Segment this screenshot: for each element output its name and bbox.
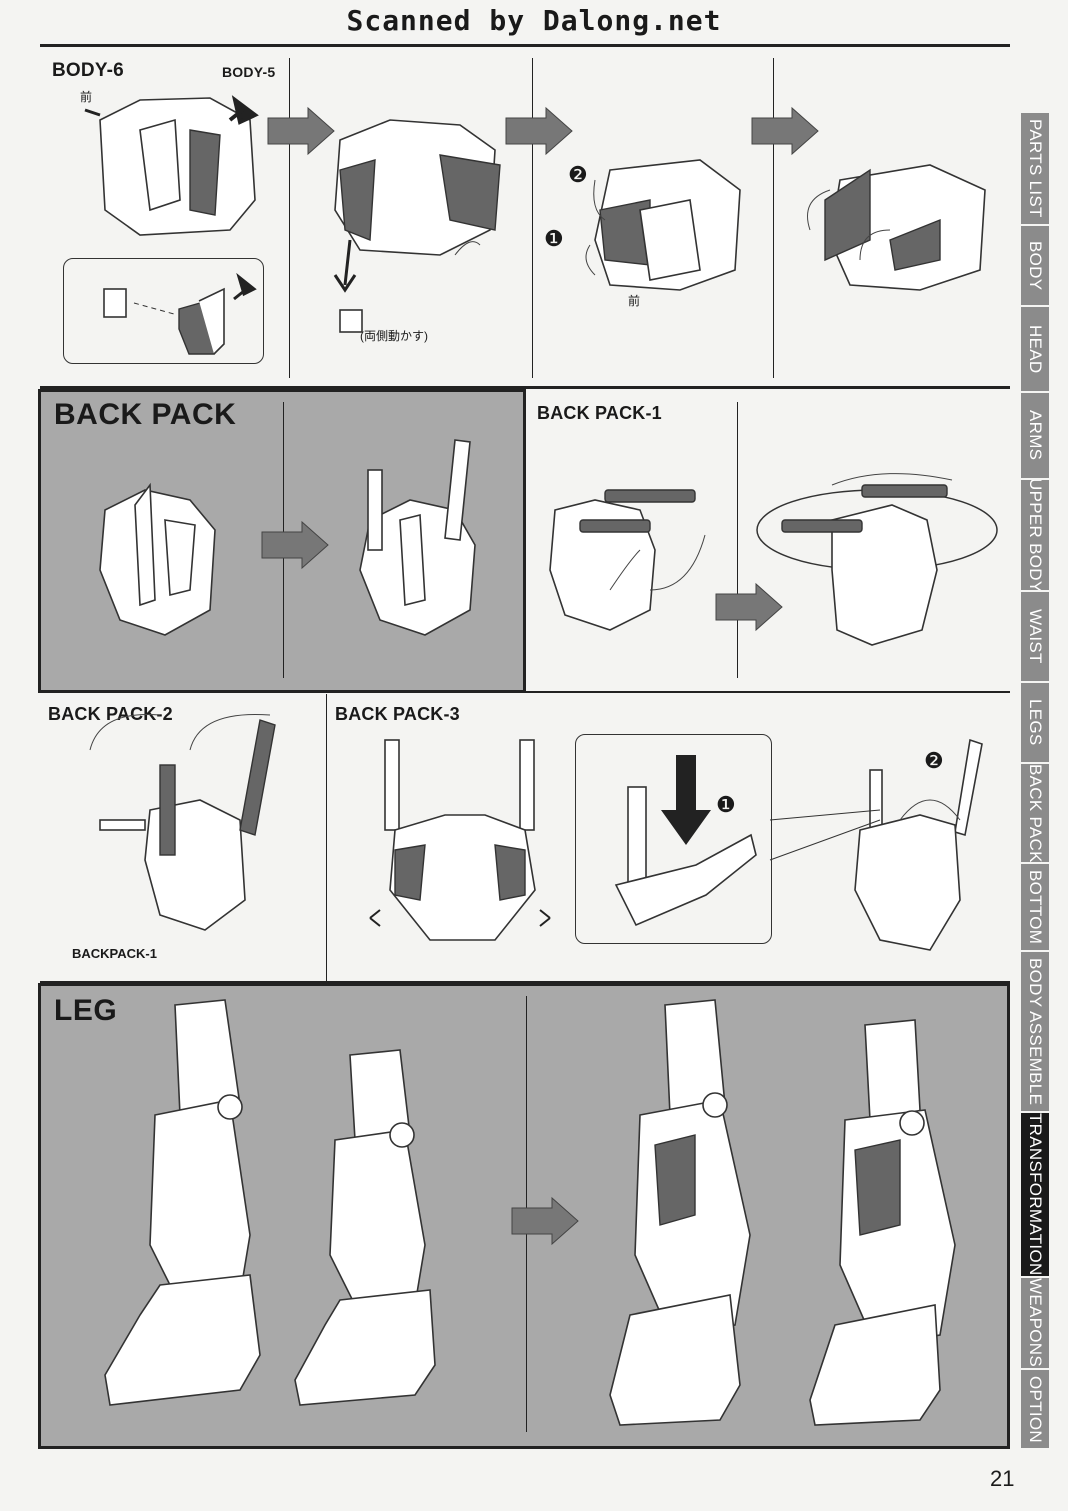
tab-option-label: OPTION [1026,1375,1045,1443]
back-pack-2-illustration [89,713,276,931]
row3-bottom-rule [40,981,1010,983]
tab-legs[interactable]: LEGS [1021,683,1049,764]
tab-head[interactable]: HEAD [1021,307,1049,393]
row1-divider-2 [532,58,533,378]
tab-waist[interactable]: WAIST [1021,592,1049,683]
row1-bottom-rule [40,386,1010,389]
row1-divider-1 [289,58,290,378]
back-pack-illustration-1 [99,482,216,636]
tab-body-assemble-label: BODY ASSEMBLE [1026,957,1045,1106]
step-mark-2: ❷ [568,162,588,187]
step-arrow-6 [511,1196,579,1246]
tab-weapons[interactable]: WEAPONS [1021,1278,1049,1370]
tab-back-pack[interactable]: BACK PACK [1021,764,1049,864]
tab-arms[interactable]: ARMS [1021,393,1049,480]
leg-label: LEG [54,994,118,1027]
front-mark-2: 前 [628,294,641,308]
leg-illustration-1 [104,999,261,1406]
leg-illustration-4 [809,1019,956,1426]
back-pack-2-label: BACK PACK-2 [48,704,173,724]
step-arrow-3 [751,106,819,156]
back-pack-1-illustration-1 [549,489,706,631]
tab-parts-list[interactable]: PARTS LIST [1021,113,1049,226]
tab-arms-label: ARMS [1026,410,1045,461]
step-mark-1: ❶ [544,226,564,251]
row1-divider-3 [773,58,774,378]
tab-legs-label: LEGS [1026,699,1045,746]
tab-back-pack-label: BACK PACK [1026,764,1045,863]
tab-parts-list-label: PARTS LIST [1026,119,1045,218]
watermark: Scanned by Dalong.net [346,4,722,37]
back-pack-3-label: BACK PACK-3 [335,704,460,724]
back-pack-3-inset [575,734,772,944]
back-pack-3-illustration-2 [769,738,983,951]
tab-waist-label: WAIST [1026,609,1045,664]
step-arrow-4 [261,520,329,570]
back-pack-3-illustration [369,739,551,941]
body6-illustration-4 [807,164,986,291]
step-arrow-1 [267,106,335,156]
step-mark-2b: ❷ [924,748,944,773]
step-arrow-2 [505,106,573,156]
body6-illustration-2 [333,119,501,333]
step-mark-1b: ❶ [716,792,736,817]
tab-upper-body[interactable]: UPPER BODY [1021,480,1049,592]
back-pack-label: BACK PACK [54,398,237,431]
tab-bottom-label: BOTTOM [1026,869,1045,945]
tab-body-label: BODY [1026,240,1045,291]
tab-transformation[interactable]: TRANSFORMATION [1021,1113,1049,1278]
inset-illustration [103,272,257,355]
body6-illustration-3 [585,159,741,291]
back-pack-1-label: BACK PACK-1 [537,403,662,423]
back-pack-illustration-2 [359,439,476,636]
tab-option[interactable]: OPTION [1021,1370,1049,1450]
top-divider [40,44,1010,47]
front-mark: 前 [80,90,93,104]
tab-body-assemble[interactable]: BODY ASSEMBLE [1021,952,1049,1113]
tab-head-label: HEAD [1026,324,1045,374]
leg-illustration-2 [294,1049,436,1406]
row3-divider [326,694,327,982]
body6-label: BODY-6 [52,60,124,81]
tab-bottom[interactable]: BOTTOM [1021,864,1049,952]
back-pack-1-divider [737,402,738,678]
body5-label: BODY-5 [222,64,276,80]
tab-body[interactable]: BODY [1021,226,1049,307]
back-pack-1-illustration-2 [756,473,998,646]
tab-upper-body-label: UPPER BODY [1026,480,1045,592]
tab-weapons-label: WEAPONS [1026,1278,1045,1368]
leg-illustration-3 [609,999,751,1426]
step-arrow-5 [715,582,783,632]
backpack-1-ref: BACKPACK-1 [72,946,157,961]
detail-inset [63,258,264,364]
back-pack-3-inset-illustration [614,755,757,927]
body6-illustration-1 [84,95,259,236]
note-both-sides: (両側動かす) [360,329,428,343]
tab-transformation-label: TRANSFORMATION [1026,1113,1045,1276]
page-number: 21 [990,1466,1015,1491]
